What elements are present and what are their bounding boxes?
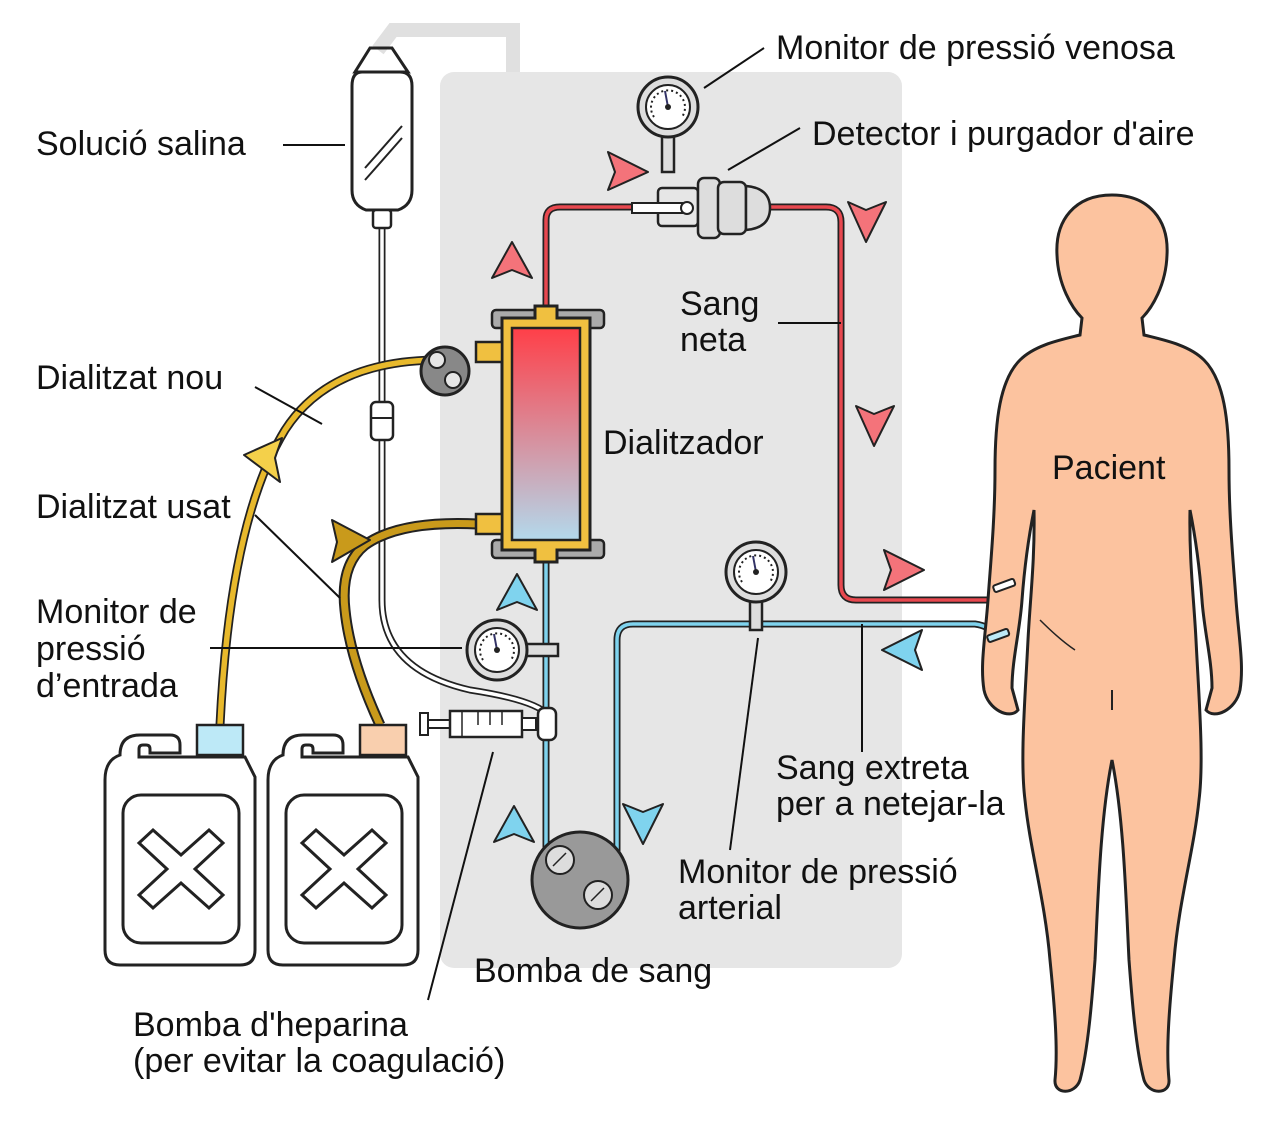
used-dialysate-tube xyxy=(338,518,479,728)
label-inlet-monitor-line1: Monitor de xyxy=(36,593,197,631)
dialyzer xyxy=(474,304,606,564)
clean-blood-arrow-down-1 xyxy=(847,201,887,243)
drawn-blood-arrow-up-2 xyxy=(496,573,538,611)
flow-arrows xyxy=(243,151,925,845)
clean-blood-arrow-up xyxy=(491,241,533,279)
label-arterial-monitor-line2: arterial xyxy=(678,889,782,927)
heparin-syringe xyxy=(419,706,558,742)
air-detector xyxy=(631,176,772,240)
label-clean-blood-line1: Sang xyxy=(680,285,760,323)
drawn-blood-arrow-left xyxy=(881,629,923,671)
label-inlet-monitor-line2: pressió xyxy=(36,630,146,668)
label-saline-solution: Solució salina xyxy=(36,125,246,163)
drawn-blood-arrow-up-1 xyxy=(493,805,535,843)
label-heparin-line1: Bomba d'heparina xyxy=(133,1006,408,1044)
label-dialyzer: Dialitzador xyxy=(603,424,764,462)
saline-tube xyxy=(369,215,551,718)
label-blood-pump: Bomba de sang xyxy=(474,952,713,990)
patient-silhouette xyxy=(981,193,1243,1093)
fresh-dialysate-tube xyxy=(215,355,441,726)
dialysate-pump xyxy=(419,345,471,397)
label-arterial-monitor-line1: Monitor de pressió xyxy=(678,853,958,891)
inlet-pressure-gauge xyxy=(465,618,560,682)
label-clean-blood-line2: neta xyxy=(680,321,747,359)
label-air-detector: Detector i purgador d'aire xyxy=(812,115,1195,153)
label-heparin-line2: (per evitar la coagulació) xyxy=(133,1042,506,1080)
label-drawn-blood-line2: per a netejar-la xyxy=(776,785,1005,823)
label-drawn-blood-line1: Sang extreta xyxy=(776,749,969,787)
venous-pressure-gauge xyxy=(636,75,700,174)
saline-bag xyxy=(350,46,414,230)
drawn-blood-arrow-down xyxy=(622,803,664,845)
clean-blood-arrow-right-2 xyxy=(883,549,925,591)
blood-pump xyxy=(530,830,630,930)
clean-blood-arrow-right xyxy=(607,151,649,191)
clean-blood-arrow-down-2 xyxy=(855,405,895,447)
fresh-dialysate-canister xyxy=(103,723,257,967)
arterial-cannula xyxy=(986,627,1011,643)
label-fresh-dialysate: Dialitzat nou xyxy=(36,359,224,397)
venous-cannula xyxy=(992,577,1017,593)
used-dialysate-canister xyxy=(266,723,420,967)
dialysis-machine-body xyxy=(372,23,902,968)
label-inlet-monitor-line3: d’entrada xyxy=(36,667,178,705)
label-used-dialysate: Dialitzat usat xyxy=(36,488,231,526)
leader-lines xyxy=(210,47,863,1001)
label-venous-pressure-monitor: Monitor de pressió venosa xyxy=(776,29,1175,67)
label-patient: Pacient xyxy=(1052,449,1166,487)
used-dialysate-arrow xyxy=(331,519,371,563)
arterial-pressure-gauge xyxy=(724,540,788,632)
fresh-dialysate-arrow xyxy=(243,437,283,483)
